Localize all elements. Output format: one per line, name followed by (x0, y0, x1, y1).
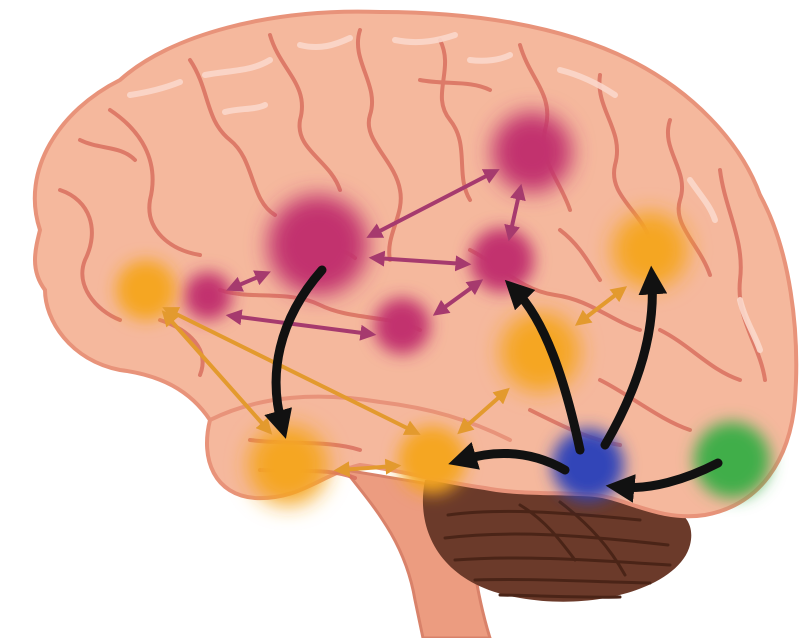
black-arrow-frontal-to-temporal (264, 265, 327, 439)
green-region-occipital-pole (694, 422, 770, 498)
orange-region-occipital-upper (612, 212, 688, 288)
magenta-arrow (504, 183, 526, 242)
magenta-region-superior-parietal (492, 112, 572, 192)
cerebellum (422, 477, 692, 602)
black-arrow-green-to-blue (605, 458, 723, 503)
orange-arrow (574, 286, 628, 326)
orange-region-temporal-inferior (398, 426, 466, 494)
black-arrow-blue-to-occipital (600, 265, 668, 450)
orange-connections (161, 286, 628, 478)
magenta-region-parietal (470, 228, 534, 292)
black-connections (264, 265, 723, 503)
magenta-region-insular (374, 298, 430, 354)
activation-regions (116, 112, 770, 505)
magenta-region-frontal-small (184, 272, 232, 320)
black-arrow-blue-to-temporal (448, 442, 570, 475)
magenta-arrow (366, 169, 500, 238)
orange-arrow (162, 307, 421, 435)
orange-region-prefrontal (116, 260, 176, 320)
orange-arrow (333, 458, 402, 478)
magenta-region-frontal-large (268, 195, 368, 295)
orange-region-temporal-anterior (248, 425, 328, 505)
magenta-arrow (226, 270, 271, 292)
orange-arrow (457, 387, 510, 435)
magenta-arrow (432, 279, 484, 316)
black-arrow-blue-to-parietal (504, 279, 585, 455)
magenta-arrow (368, 250, 472, 272)
